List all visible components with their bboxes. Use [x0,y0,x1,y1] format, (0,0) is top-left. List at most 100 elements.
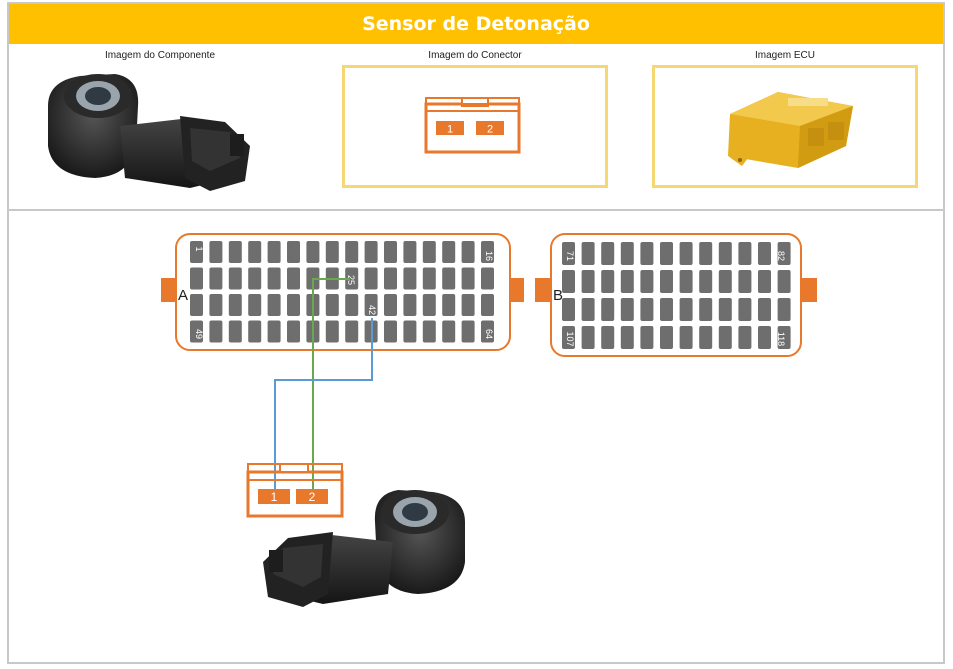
ecu-b-pin [581,326,595,349]
ecu-a-pin [422,320,436,343]
ecu-a-pin [248,294,262,316]
ecu-b-pin [758,242,771,265]
ecu-a-pin [306,241,320,263]
ecu-connector-a: A [161,233,524,351]
diagram-frame [7,2,945,664]
ecu-a-pin [190,241,203,263]
ecu-b-pin [758,270,771,293]
ecu-b-pin [718,270,732,293]
ecu-b-pin [777,326,791,349]
ecu-a-pin [267,294,281,316]
pin-1-label: 1 [447,124,453,136]
ecu-b-pin [620,270,634,293]
ecu-a-pin [345,267,359,290]
ecu-b-pin [620,326,634,349]
ecu-a-pin [228,267,242,290]
ecu-a-pin [248,267,262,290]
ecu-b-pin [699,298,713,321]
ecu-a-pin [481,320,494,343]
pin-label-49: 49 [194,329,204,339]
ecu-a-pin [403,241,417,263]
connector-pin-2 [476,121,504,135]
ecu-b-pin [699,270,713,293]
ecu-a-pin [384,267,397,290]
ecu-b-pin [758,326,771,349]
ecu-a-pin [364,294,378,316]
ecu-b-pin [738,298,752,321]
wire-green [312,278,350,492]
ecu-a-pin [345,320,359,343]
ecu-b-pins [562,242,791,349]
ecu-b-pin [601,326,615,349]
ecu-a-pin [325,294,339,316]
ecu-a-pin [287,294,300,316]
ecu-a-pin [267,267,281,290]
ecu-a-pin [325,320,339,343]
ecu-a-pin [403,294,417,316]
ecu-b-pin [562,298,575,321]
ecu-a-pin [442,267,456,290]
ecu-a-label: A [178,287,188,304]
ecu-b-pin [758,298,771,321]
ecu-b-pin [660,242,673,265]
knock-sensor-image-bottom [263,490,465,607]
ecu-a-pin [287,241,300,263]
ecu-b-pin [777,270,791,293]
ecu-b-pin [620,242,634,265]
ecu-a-pin [403,267,417,290]
pin-label-71: 71 [565,251,575,261]
bottom-pin-2-label: 2 [309,490,316,504]
ecu-a-pin [345,241,359,263]
ecu-b-pin [562,242,575,265]
ecu-a-pin [442,241,456,263]
ecu-a-pin [228,241,242,263]
ecu-b-pin [738,326,752,349]
connector-image-box [342,65,608,188]
ecu-a-pin [384,294,397,316]
ecu-b-pin [660,270,673,293]
ecu-a-pin [422,294,436,316]
ecu-b-pin [738,242,752,265]
ecu-b-pin [718,298,732,321]
ecu-b-pin [640,242,654,265]
pin-label-25: 25 [346,275,356,285]
ecu-a-pin [461,294,475,316]
ecu-a-pin [364,267,378,290]
connector-caption: Imagem do Conector [428,50,522,61]
ecu-a-pin [209,241,223,263]
ecu-a-pin [442,294,456,316]
ecu-b-pin [679,270,693,293]
ecu-a-pin [248,320,262,343]
ecu-b-pin [601,270,615,293]
ecu-b-pin [718,326,732,349]
ecu-a-pin [481,294,494,316]
bottom-pin-1-label: 1 [271,490,278,504]
ecu-a-pin [461,267,475,290]
ecu-a-pin [403,320,417,343]
ecu-a-pin [442,320,456,343]
pin-2-label: 2 [487,124,493,136]
ecu-a-pin [481,267,494,290]
ecu-b-pin [640,298,654,321]
ecu-a-pin [190,267,203,290]
pin-label-42: 42 [367,305,377,315]
ecu-a-pin [287,267,300,290]
ecu-b-pin [640,326,654,349]
ecu-a-pin [190,320,203,343]
ecu-a-pin [481,241,494,263]
ecu-b-pin [601,298,615,321]
ecu-a-pin [422,267,436,290]
ecu-connector-b: B [535,233,817,357]
pin-label-64: 64 [484,329,494,339]
pin-label-1: 1 [194,246,204,251]
ecu-b-pin [738,270,752,293]
ecu-a-pins [190,241,494,343]
ecu-b-pin [777,242,791,265]
ecu-b-pin [679,298,693,321]
ecu-b-pin [699,326,713,349]
ecu-b-pin [581,270,595,293]
ecu-b-pin [777,298,791,321]
ecu-b-pin [660,298,673,321]
ecu-a-pin [325,241,339,263]
ecu-image [728,92,853,168]
